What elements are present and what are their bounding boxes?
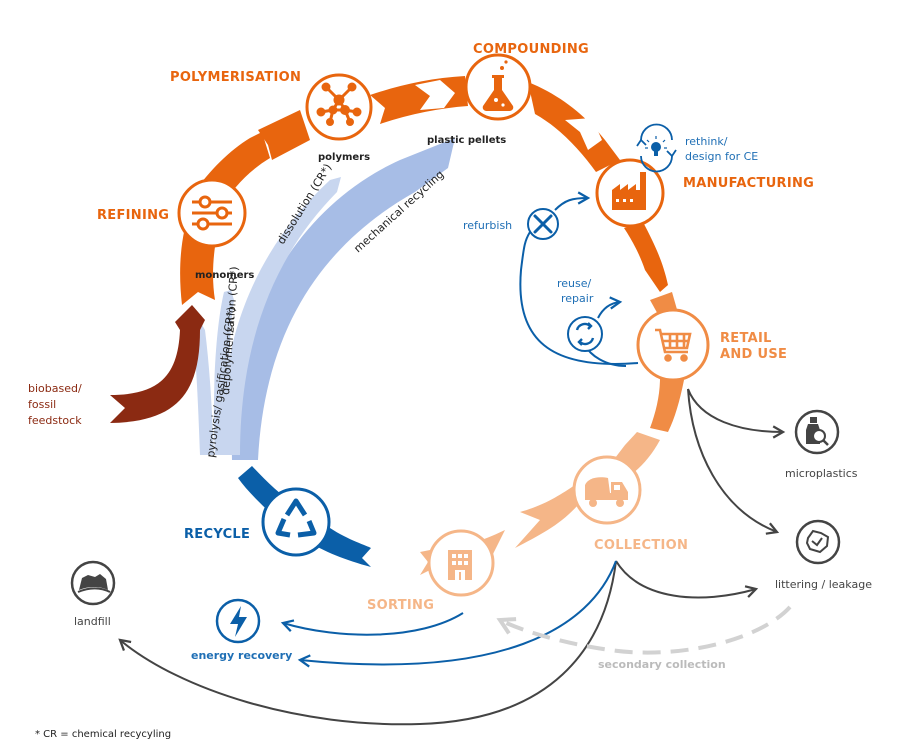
stage-label-retail-line1: RETAIL (720, 331, 772, 346)
stage-recycle[interactable] (261, 487, 331, 557)
ring-segment-manufacturing-retail (624, 222, 668, 292)
stage-label-sorting: SORTING (367, 598, 434, 613)
microplastics-output[interactable] (794, 409, 840, 455)
energy-recovery-output[interactable] (215, 598, 261, 644)
molecule-icon (316, 82, 362, 126)
reuse-label-line1: reuse/ (557, 277, 592, 290)
stage-label-retail-line2: AND USE (720, 347, 787, 362)
ring-segment-retail-collection (650, 378, 684, 432)
ring-chevron-compounding (415, 80, 455, 110)
shopping-cart-icon (655, 328, 692, 362)
secondary-collection-arrow (496, 605, 792, 655)
reuse-repair-strategy[interactable] (567, 316, 603, 352)
material-label-polymers: polymers (318, 152, 370, 163)
ring-segment-collection-sorting (515, 485, 578, 548)
truck-icon (585, 477, 628, 507)
stage-label-recycle: RECYCLE (184, 527, 250, 542)
rethink-design-strategy: rethink/ design for CE (636, 123, 758, 173)
microplastics-icon (806, 417, 829, 446)
littering-label: littering / leakage (775, 578, 872, 591)
material-label-monomers: monomers (195, 270, 254, 281)
factory-icon (612, 172, 646, 210)
refresh-cycle-icon (575, 322, 595, 346)
dissolution-band (221, 177, 341, 455)
footnote: * CR = chemical recycyling (35, 729, 171, 740)
reuse-to-retail-arrow (597, 296, 623, 319)
stage-label-manufacturing: MANUFACTURING (683, 176, 814, 191)
retail-to-microplastics-arrow (687, 388, 786, 439)
energy-recovery-label: energy recovery (191, 649, 292, 662)
collection-to-landfill-arrow (118, 560, 617, 726)
stage-label-polymerisation: POLYMERISATION (170, 70, 301, 85)
refurbish-strategy[interactable] (527, 208, 559, 240)
feedstock-arrow (110, 305, 205, 423)
flask-icon (482, 60, 514, 111)
stage-collection[interactable] (572, 455, 642, 525)
microplastics-label: microplastics (785, 467, 858, 480)
stage-polymerisation[interactable] (305, 73, 373, 141)
stage-refining[interactable] (177, 178, 247, 248)
landfill-output[interactable] (70, 560, 116, 606)
feedstock-label: biobased/ fossil feedstock (28, 382, 82, 427)
recycle-icon (275, 498, 317, 538)
rethink-label-line2: design for CE (685, 150, 758, 163)
refurbish-to-manufacturing-arrow (554, 191, 591, 211)
mechanical-recycling-band (231, 138, 455, 460)
secondary-collection-label: secondary collection (598, 658, 726, 671)
rethink-label-line1: rethink/ (685, 135, 728, 148)
building-icon (448, 550, 472, 580)
lightbulb-cycle-icon (636, 123, 677, 173)
stage-manufacturing[interactable] (595, 158, 665, 228)
recycling-bands (193, 138, 455, 460)
crumpled-litter-icon (805, 529, 830, 554)
stage-label-compounding: COMPOUNDING (473, 42, 589, 57)
lightning-bolt-icon (230, 606, 247, 637)
stage-compounding[interactable] (464, 53, 532, 121)
stage-retail[interactable] (636, 308, 710, 382)
landfill-icon (77, 574, 111, 593)
ring-chevron-manufacturing (565, 118, 602, 150)
retail-to-littering-arrow (687, 388, 780, 535)
collection-to-littering-arrow (615, 560, 759, 599)
svg-text:biobased/: biobased/ (28, 382, 82, 395)
stage-sorting[interactable] (427, 529, 495, 597)
stage-label-collection: COLLECTION (594, 538, 688, 553)
ring-segment-polymerisation-compounding (370, 76, 468, 124)
stage-label-refining: REFINING (97, 208, 169, 223)
refurbish-loop-arrow (519, 231, 639, 365)
littering-output[interactable] (795, 519, 841, 565)
collection-to-energy-arrow (297, 560, 617, 668)
wrench-screwdriver-icon (533, 214, 553, 234)
svg-text:fossil: fossil (28, 398, 56, 411)
landfill-label: landfill (74, 615, 111, 628)
svg-text:feedstock: feedstock (28, 414, 82, 427)
depolymerization-band (213, 290, 234, 455)
reuse-label-line2: repair (561, 292, 594, 305)
material-label-plastic-pellets: plastic pellets (427, 135, 506, 146)
sorting-to-energy-arrow (280, 612, 464, 636)
refurbish-label: refurbish (463, 219, 512, 232)
ring-segment-polymerisation-in (258, 110, 310, 160)
sliders-icon (192, 195, 232, 231)
